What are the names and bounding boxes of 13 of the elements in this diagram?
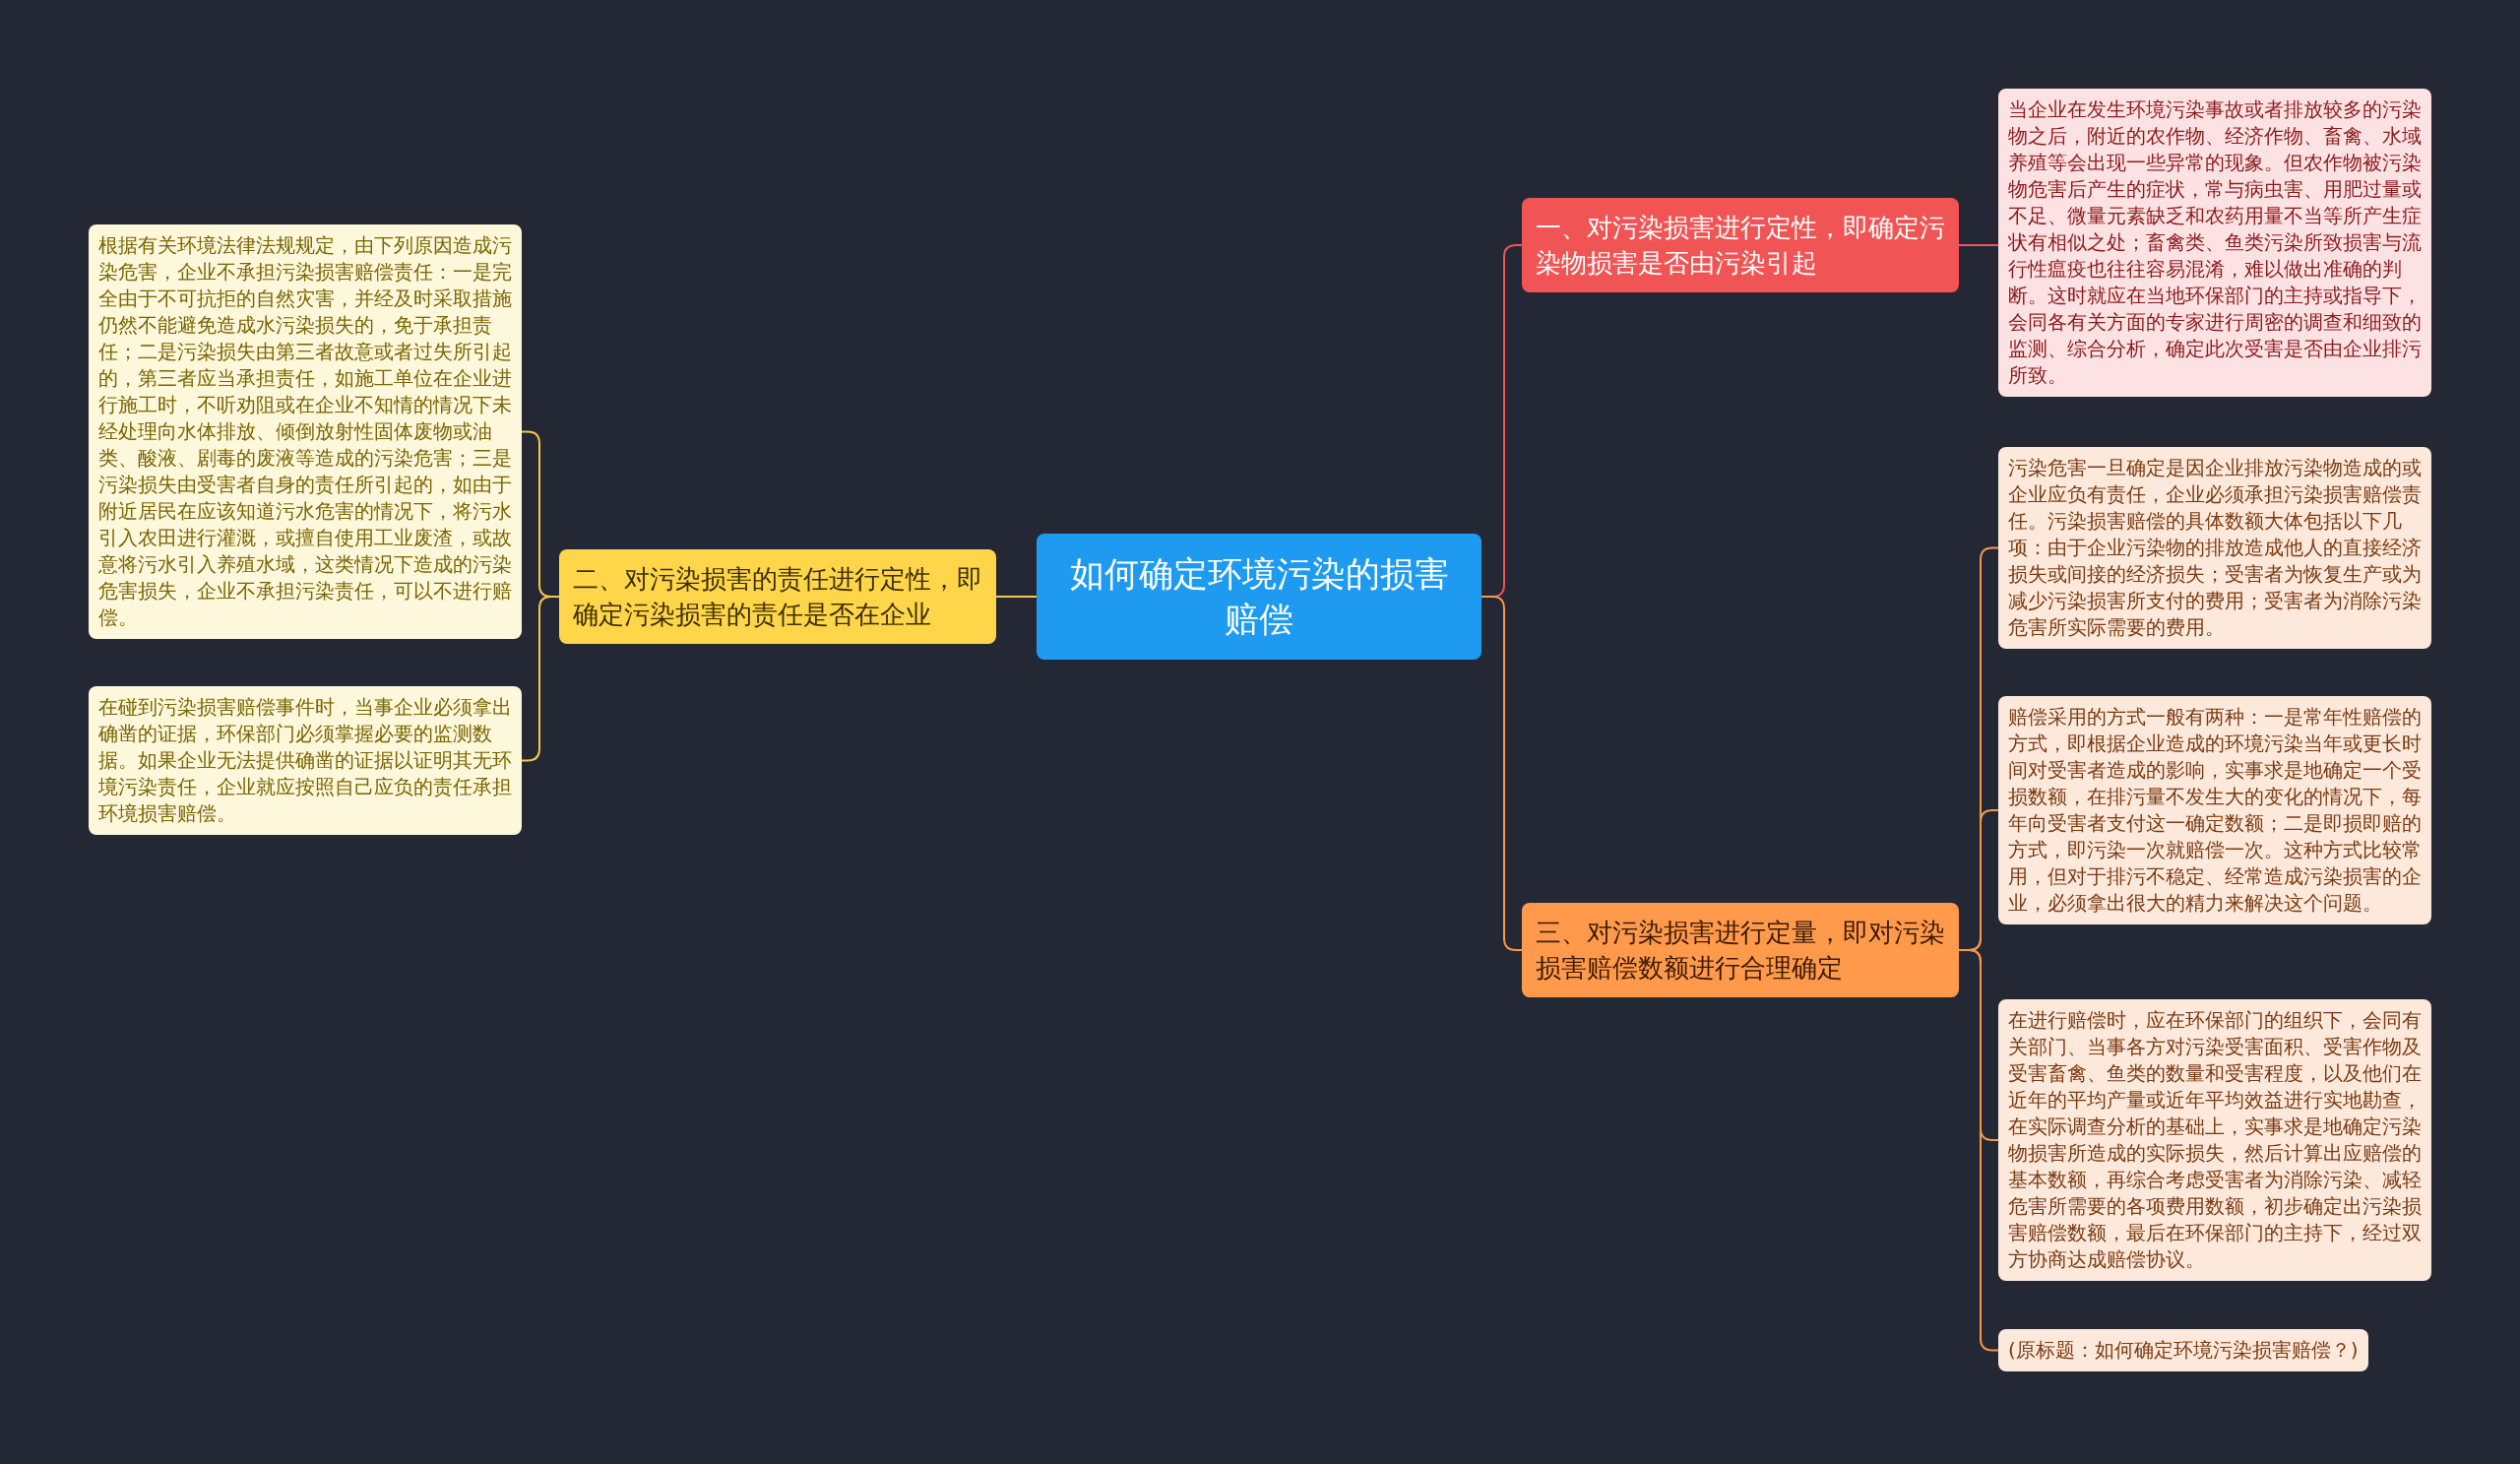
- detail-box: (原标题：如何确定环境污染损害赔偿？): [1998, 1329, 2368, 1371]
- detail-box: 污染危害一旦确定是因企业排放污染物造成的或企业应负有责任，企业必须承担污染损害赔偿责任。污染损害赔偿的具体数额大体包括以下几项：由于企业污染物的排放造成他人的直接经济损失或间接的经济损失；受害者为恢复生产或为减少污染损害所支付的费用；受害者为消除污染危害所实际需要的费用。: [1998, 447, 2431, 649]
- connector-line: [995, 596, 1038, 598]
- connector-line: [1958, 244, 1999, 246]
- topic-box: 二、对污染损害的责任进行定性，即确定污染损害的责任是否在企业: [559, 549, 996, 644]
- central-topic-box: 如何确定环境污染的损害赔偿: [1037, 534, 1481, 660]
- detail-box: 在碰到污染损害赔偿事件时，当事企业必须拿出确凿的证据，环保部门必须掌握必要的监测数据。如果企业无法提供确凿的证据以证明其无环境污染责任，企业就应按照自己应负的责任承担环境损害赔偿。: [89, 686, 522, 835]
- topic-box: 一、对污染损害进行定性，即确定污染物损害是否由污染引起: [1522, 198, 1959, 292]
- topic-box: 三、对污染损害进行定量，即对污染损害赔偿数额进行合理确定: [1522, 903, 1959, 997]
- detail-box: 在进行赔偿时，应在环保部门的组织下，会同有关部门、当事各方对污染受害面积、受害作物及受害畜禽、鱼类的数量和受害程度，以及他们在近年的平均产量或近年平均效益进行实地勘查，在实际调查分析的基础上，实事求是地确定污染物损害所造成的实际损失，然后计算出应赔偿的基本数额，再综合考虑受害者为消除污染、减轻危害所需要的各项费用数额，初步确定出污染损害赔偿数额，最后在环保部门的主持下，经过双方协商达成赔偿协议。: [1998, 999, 2431, 1281]
- detail-box: 赔偿采用的方式一般有两种：一是常年性赔偿的方式，即根据企业造成的环境污染当年或更长时间对受害者造成的影响，实事求是地确定一个受损数额，在排污量不发生大的变化的情况下，每年向受害者支付这一确定数额；二是即损即赔的方式，即污染一次就赔偿一次。这种方式比较常用，但对于排污不稳定、经常造成污染损害的企业，必须拿出很大的精力来解决这个问题。: [1998, 696, 2431, 924]
- detail-box: 当企业在发生环境污染事故或者排放较多的污染物之后，附近的农作物、经济作物、畜禽、水域养殖等会出现一些异常的现象。但农作物被污染物危害后产生的症状，常与病虫害、用肥过量或不足、微量元素缺乏和农药用量不当等所产生症状有相似之处；畜禽类、鱼类污染所致损害与流行性瘟疫也往往容易混淆，难以做出准确的判断。这时就应在当地环保部门的主持或指导下，会同各有关方面的专家进行周密的调查和细致的监测、综合分析，确定此次受害是否由企业排污所致。: [1998, 89, 2431, 397]
- detail-box: 根据有关环境法律法规规定，由下列原因造成污染危害，企业不承担污染损害赔偿责任：一是完全由于不可抗拒的自然灾害，并经及时采取措施仍然不能避免造成水污染损失的，免于承担责任；二是污染损失由第三者故意或者过失所引起的，第三者应当承担责任，如施工单位在企业进行施工时，不听劝阻或在企业不知情的情况下未经处理向水体排放、倾倒放射性固体废物或油类、酸液、剧毒的废液等造成的污染危害；三是污染损失由受害者自身的责任所引起的，如由于附近居民在应该知道污水危害的情况下，将污水引入农田进行灌溉，或擅自使用工业废渣，或故意将污水引入养殖水域，这类情况下造成的污染危害损失，企业不承担污染责任，可以不进行赔偿。: [89, 224, 522, 639]
